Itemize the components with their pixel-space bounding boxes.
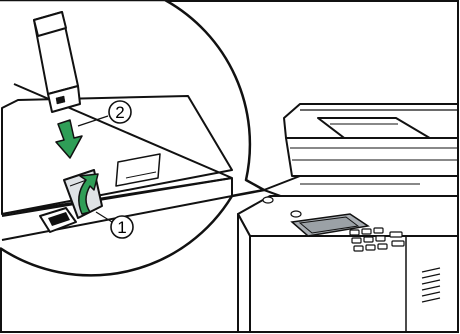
printer-left-side (238, 214, 250, 332)
power-button (291, 211, 301, 217)
usb-port-small (263, 197, 273, 203)
output-tray (264, 176, 458, 198)
step-2-label: 2 (115, 103, 124, 122)
step-1-label: 1 (117, 218, 126, 237)
step-marker-2: 2 (109, 101, 131, 123)
scanner-body (286, 138, 458, 176)
step-marker-1: 1 (111, 216, 133, 238)
